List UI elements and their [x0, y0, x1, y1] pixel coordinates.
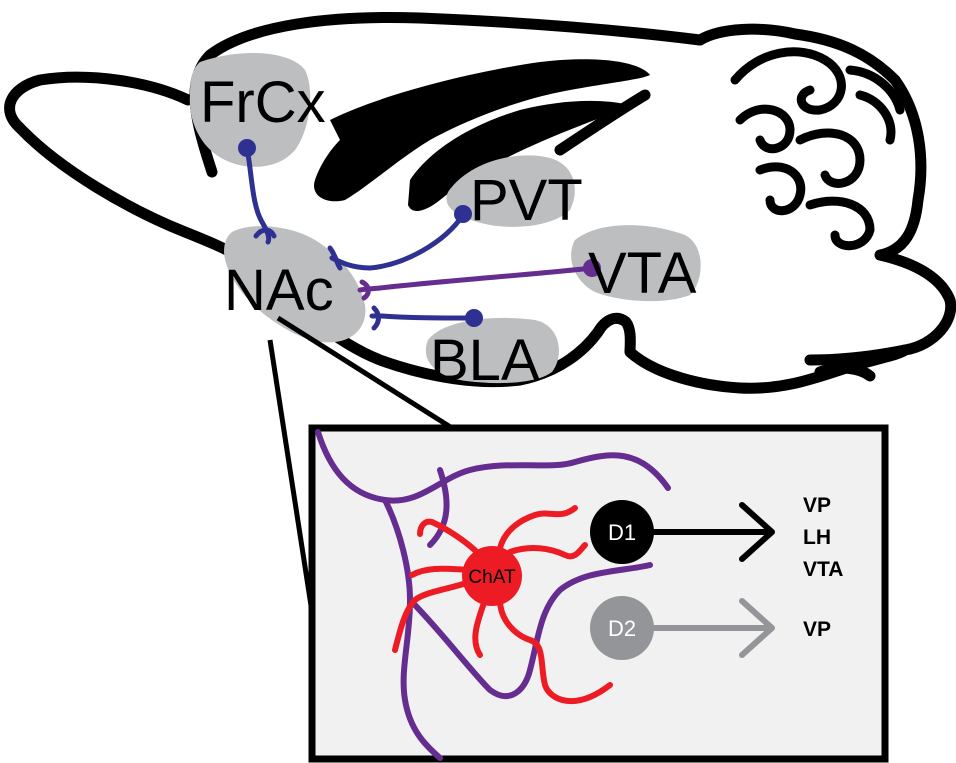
zoom-lines [267, 315, 454, 613]
d2-label: D2 [608, 616, 636, 641]
d1-target-vta: VTA [803, 558, 843, 581]
hindbrain-outline [694, 23, 956, 366]
bla-soma [465, 309, 483, 327]
frcx-terminal [253, 227, 277, 239]
bla-terminal [371, 305, 381, 331]
chat-label: ChAT [468, 567, 516, 588]
brainstem-outline [814, 362, 876, 382]
zoom-line-right [276, 315, 454, 431]
nac-region [224, 226, 366, 343]
brain-septum-line [554, 89, 651, 156]
d1-label: D1 [608, 520, 636, 545]
callosum-shapes [314, 59, 650, 212]
d2-soma [590, 596, 654, 660]
d1-target-vp: VP [803, 494, 831, 517]
vta-nac-projection [357, 265, 595, 293]
d2-arrow [647, 598, 775, 658]
vta-terminal [359, 279, 371, 301]
pvt-region [446, 155, 575, 227]
dopamine-fibers [315, 429, 671, 761]
nac-label: NAc [224, 258, 334, 323]
inset-panel [308, 424, 889, 763]
pvt-nac-projection [329, 212, 466, 271]
d1-arrow [647, 502, 775, 562]
hippocampus [408, 100, 630, 212]
frcx-soma [238, 139, 256, 157]
zoom-line-left [267, 339, 315, 613]
pvt-terminal [327, 245, 343, 271]
chat-soma [462, 546, 522, 606]
brain-regions [189, 52, 701, 384]
frcx-nac-projection [244, 145, 272, 245]
vta-region [571, 225, 701, 302]
d2-target-vp: VP [803, 618, 831, 641]
bla-nac-projection [369, 313, 477, 321]
olfactory-bulb-outline [4, 71, 256, 268]
projections [244, 145, 595, 331]
ventral-outline [244, 256, 911, 394]
cerebellum-folia [730, 47, 905, 251]
bla-region [425, 317, 559, 384]
d1-target-lh: LH [803, 526, 831, 549]
pvt-label: PVT [470, 168, 583, 233]
vta-soma [583, 259, 601, 277]
d1-soma [590, 500, 654, 564]
frcx-region [189, 52, 311, 167]
pvt-soma [454, 205, 472, 223]
bla-label: BLA [430, 328, 540, 393]
corpus-callosum [314, 59, 650, 202]
projection-somas [238, 139, 601, 327]
vta-label: VTA [588, 241, 697, 306]
chat-interneuron [392, 505, 613, 704]
frcx-label: FrCx [200, 70, 326, 135]
